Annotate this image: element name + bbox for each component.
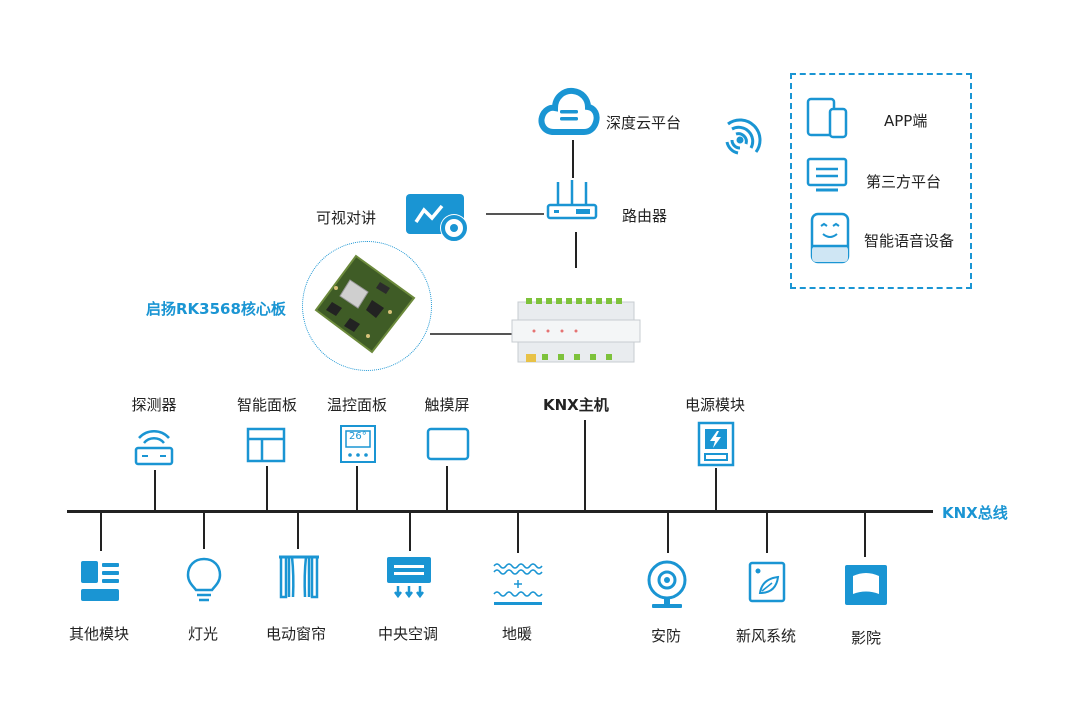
connector-router-host xyxy=(575,232,577,268)
phone-tablet-icon xyxy=(806,97,848,139)
cloud-label: 深度云平台 xyxy=(606,114,682,132)
smart-speaker-icon xyxy=(810,212,850,264)
detector-icon xyxy=(134,429,174,466)
connector-cinema xyxy=(864,513,866,557)
core-board-label: 启扬RK3568核心板 xyxy=(146,300,286,318)
curtain-icon xyxy=(279,555,319,599)
wireless-icon xyxy=(725,118,762,155)
cinema-icon xyxy=(845,565,887,605)
smart-panel-icon xyxy=(246,427,286,463)
connector-security xyxy=(667,513,669,553)
connector-host-bus xyxy=(584,420,586,510)
fresh-air-icon xyxy=(748,561,786,603)
knx-bus-line xyxy=(67,510,933,513)
panel-item-voice: 智能语音设备 xyxy=(864,232,955,250)
connector-detector xyxy=(154,470,156,510)
core-board-image xyxy=(314,254,416,354)
knx-host-label: KNX主机 xyxy=(543,396,609,414)
connector-touchscreen xyxy=(446,466,448,510)
bulb-icon xyxy=(186,557,222,602)
camera-icon xyxy=(647,560,687,608)
thermostat-icon xyxy=(340,425,376,463)
connector-thermostat xyxy=(356,466,358,510)
upper-device-label-power: 电源模块 xyxy=(684,396,746,414)
upper-device-label-detector: 探测器 xyxy=(131,396,177,414)
connector-curtain xyxy=(297,513,299,549)
upper-device-label-touchscreen: 触摸屏 xyxy=(424,396,470,414)
knx-host-image xyxy=(511,298,641,363)
connector-other xyxy=(100,513,102,551)
ac-icon xyxy=(387,557,431,599)
connector-board-host xyxy=(430,333,512,335)
lower-device-label-floor-heating: 地暖 xyxy=(501,625,533,643)
upper-device-label-thermostat: 温控面板 xyxy=(326,396,388,414)
lower-device-label-curtain: 电动窗帘 xyxy=(265,625,327,643)
connector-smart-panel xyxy=(266,466,268,510)
connector-intercom-router xyxy=(486,213,544,215)
power-module-icon xyxy=(697,421,735,467)
router-label: 路由器 xyxy=(622,207,668,225)
video-intercom-icon xyxy=(406,194,468,242)
lower-device-label-fresh-air: 新风系统 xyxy=(735,627,797,645)
intercom-label: 可视对讲 xyxy=(316,209,377,227)
upper-device-label-smart-panel: 智能面板 xyxy=(236,396,298,414)
core-board-circle xyxy=(302,241,432,371)
connector-ac xyxy=(409,513,411,551)
lower-device-label-ac: 中央空调 xyxy=(377,625,439,643)
connector-power xyxy=(715,468,717,510)
router-icon xyxy=(546,180,598,220)
lower-device-label-light: 灯光 xyxy=(187,625,219,643)
panel-item-third-party: 第三方平台 xyxy=(866,173,942,191)
monitor-icon xyxy=(806,157,848,192)
thermostat-reading: 26° xyxy=(349,431,367,442)
floor-heating-icon xyxy=(493,563,543,605)
other-module-icon xyxy=(81,561,119,601)
connector-floor-heating xyxy=(517,513,519,553)
connector-fresh-air xyxy=(766,513,768,553)
lower-device-label-security: 安防 xyxy=(650,627,682,645)
panel-item-app: APP端 xyxy=(884,112,928,130)
connector-cloud-router xyxy=(572,140,574,178)
knx-bus-label: KNX总线 xyxy=(942,504,1008,522)
connector-light xyxy=(203,513,205,549)
cloud-icon xyxy=(538,87,600,135)
lower-device-label-cinema: 影院 xyxy=(850,629,882,647)
touchscreen-icon xyxy=(426,427,470,461)
client-panel xyxy=(790,73,972,289)
lower-device-label-other: 其他模块 xyxy=(68,625,130,643)
